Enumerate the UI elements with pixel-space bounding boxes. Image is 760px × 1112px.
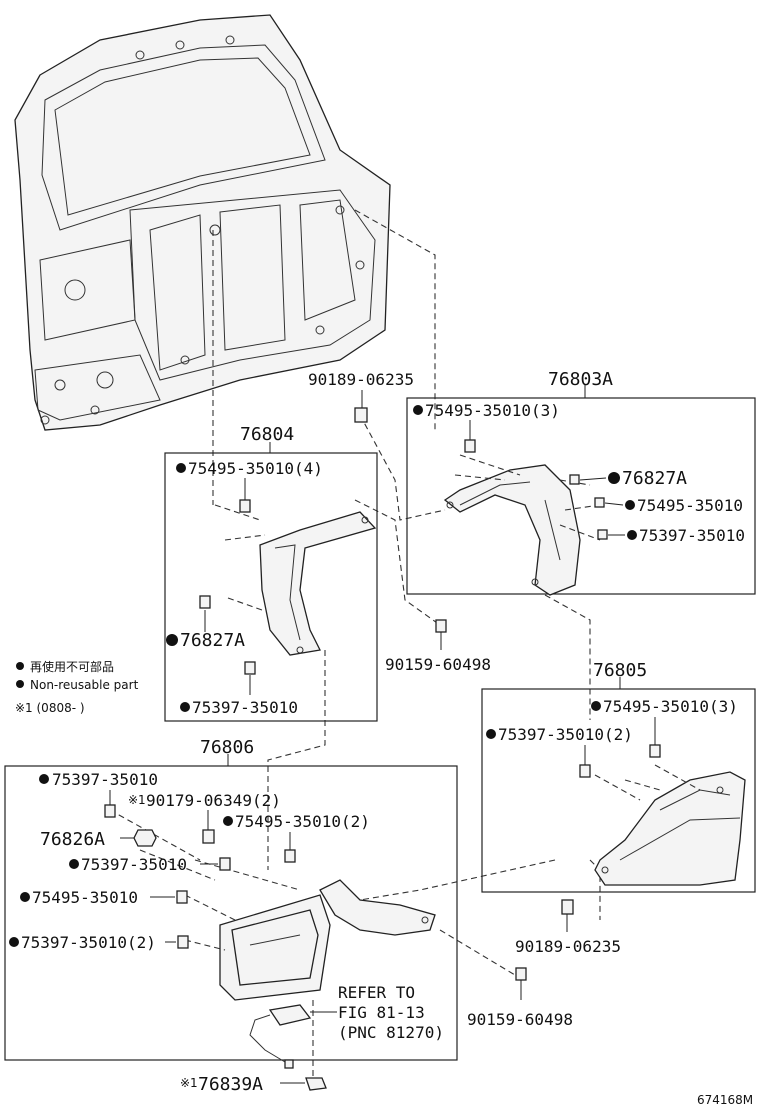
license-lamp <box>249 1004 312 1069</box>
refer-line-1: REFER TO <box>338 983 415 1002</box>
group-label-76803A: 76803A <box>548 369 613 390</box>
ref-mark: ※1 <box>180 1076 198 1090</box>
non-reusable-dot <box>625 500 635 510</box>
label-75397-35010-2-g6: 75397-35010(2) <box>21 933 156 952</box>
label-75495-35010-right: 75495-35010 <box>637 496 743 515</box>
clip-icon <box>305 1077 327 1091</box>
label-90189-06235-bottom: 90189-06235 <box>515 937 621 956</box>
trim-part-76804 <box>259 511 377 656</box>
label-75397-35010-g6-b: 75397-35010 <box>81 855 187 874</box>
label-75495-35010-3-a: 75495-35010(3) <box>425 401 560 420</box>
clip-icon <box>569 474 580 485</box>
connection-lines <box>212 209 601 1080</box>
legend-note: ※1 (0808- ) <box>15 701 85 715</box>
screw-icon <box>561 899 574 915</box>
clip-icon <box>649 744 661 758</box>
group-box-76805 <box>481 688 756 893</box>
group-box-76803A <box>406 397 756 595</box>
group-box-76806 <box>4 765 458 1061</box>
label-76827A-right: 76827A <box>622 468 687 489</box>
clip-icon <box>244 661 256 675</box>
label-90159-60498-mid: 90159-60498 <box>385 655 491 674</box>
leader-line <box>579 477 607 481</box>
label-75397-35010-mid: 75397-35010 <box>192 698 298 717</box>
label-90189-06235-top: 90189-06235 <box>308 370 414 389</box>
non-reusable-dot <box>223 816 233 826</box>
non-reusable-dot <box>166 634 178 646</box>
trim-part-76803A <box>443 464 581 596</box>
screw-icon <box>435 619 447 633</box>
clip-icon <box>199 595 211 609</box>
legend-jp: 再使用不可部品 <box>30 659 114 674</box>
label-75495-35010-3-b: 75495-35010(3) <box>603 697 738 716</box>
legend-dot <box>16 662 24 670</box>
label-76827A-left: 76827A <box>180 630 245 651</box>
clip-icon <box>202 829 215 844</box>
label-90159-60498-bottom: 90159-60498 <box>467 1010 573 1029</box>
refer-line-2: FIG 81-13 <box>338 1003 425 1022</box>
back-door-panel <box>14 14 391 431</box>
label-76826A: 76826A <box>40 829 105 850</box>
clip-icon <box>239 499 251 513</box>
legend-dot <box>16 680 24 688</box>
figure-id: 674168M <box>697 1093 753 1107</box>
non-reusable-dot <box>176 463 186 473</box>
legend-en: Non-reusable part <box>30 678 139 692</box>
group-label-76806: 76806 <box>200 737 254 758</box>
trim-part-76806 <box>219 879 436 1001</box>
clip-icon <box>177 935 189 949</box>
non-reusable-dot <box>20 892 30 902</box>
clip-icon <box>579 764 591 778</box>
non-reusable-dot <box>486 729 496 739</box>
non-reusable-dot <box>9 937 19 947</box>
clip-icon <box>594 497 605 508</box>
legend: 再使用不可部品 Non-reusable part ※1 (0808- ) <box>15 659 139 715</box>
label-75495-35010-4: 75495-35010(4) <box>188 459 323 478</box>
non-reusable-dot <box>591 701 601 711</box>
dash-76805 <box>594 764 701 801</box>
trim-part-76805 <box>594 771 746 886</box>
group-label-76805: 76805 <box>593 660 647 681</box>
clip-icon <box>464 439 476 453</box>
label-76839A: 76839A <box>198 1074 263 1095</box>
leader-line <box>604 502 624 506</box>
clip-icon <box>104 804 116 818</box>
ref-mark: ※1 <box>128 793 146 807</box>
label-75495-35010-g6: 75495-35010 <box>32 888 138 907</box>
non-reusable-dot <box>413 405 423 415</box>
screw-icon <box>354 407 368 423</box>
label-75397-35010-right: 75397-35010 <box>639 526 745 545</box>
label-75397-35010-g6-a: 75397-35010 <box>52 770 158 789</box>
non-reusable-dot <box>69 859 79 869</box>
clip-icon <box>284 849 296 863</box>
non-reusable-dot <box>608 472 620 484</box>
label-75397-35010-2-b: 75397-35010(2) <box>498 725 633 744</box>
non-reusable-dot <box>39 774 49 784</box>
label-90179-06349-2: 90179-06349(2) <box>146 791 281 810</box>
non-reusable-dot <box>627 530 637 540</box>
group-label-76804: 76804 <box>240 424 294 445</box>
clip-icon <box>597 529 608 540</box>
non-reusable-dot <box>180 702 190 712</box>
nut-icon <box>133 829 157 847</box>
refer-line-3: (PNC 81270) <box>338 1023 444 1042</box>
group-box-76804 <box>164 452 378 722</box>
dash-76804 <box>214 504 266 611</box>
label-75495-35010-2: 75495-35010(2) <box>235 812 370 831</box>
screw-icon <box>515 967 527 981</box>
clip-icon <box>176 890 188 904</box>
clip-icon <box>219 857 231 871</box>
